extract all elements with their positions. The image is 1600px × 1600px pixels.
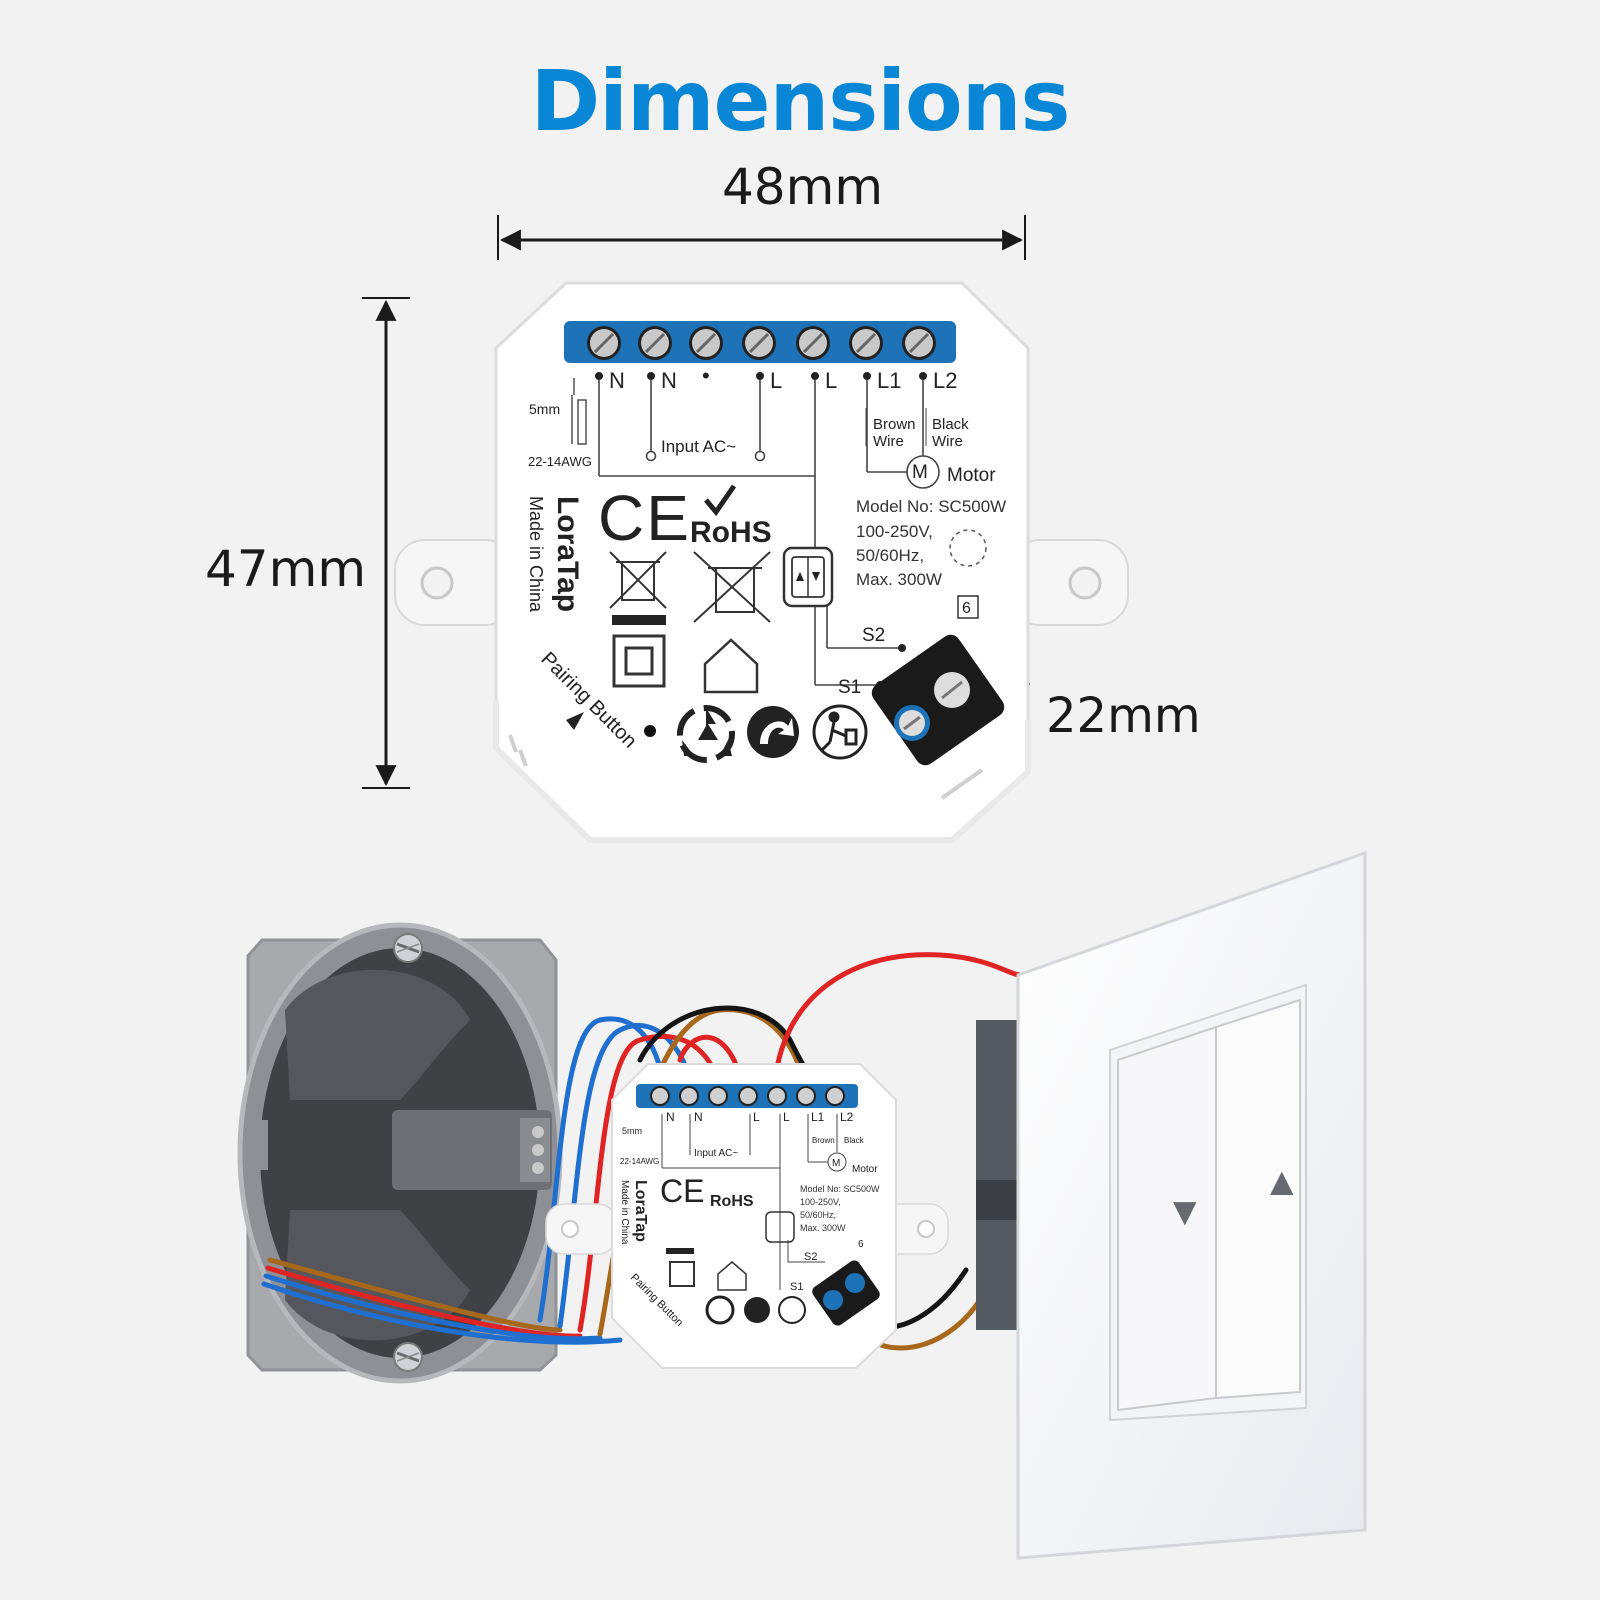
motor-symbol: M: [912, 462, 928, 483]
terminal-labels: N N • L L L1 L2: [595, 363, 957, 393]
small-terminal-label: L1: [811, 1110, 825, 1124]
ce-mark: CE: [598, 482, 691, 554]
brown-wire-label: Brown: [873, 416, 916, 433]
small-wire-gauge: 22-14AWG: [620, 1157, 659, 1166]
small-terminal-label: L2: [840, 1110, 854, 1124]
brown-wire-label: Wire: [873, 433, 904, 450]
height-dimension-arrow: [362, 297, 410, 789]
strip-gauge-icon: [571, 378, 587, 445]
width-dimension-arrow: [497, 215, 1026, 260]
motor-label: Motor: [947, 465, 996, 486]
box-number: 6: [962, 600, 971, 617]
small-terminal-label: L: [753, 1110, 760, 1124]
strip-length-label: 5mm: [529, 401, 560, 417]
brand-block: LoraTap Made in China: [526, 496, 584, 613]
rohs-mark: RoHS: [690, 516, 772, 549]
green-dot-icon: [747, 706, 799, 758]
pairing-led-outline: [949, 529, 987, 567]
vent-slots: [508, 734, 984, 800]
pairing-arrow-icon: [566, 712, 584, 730]
rohs-check-icon: [704, 484, 737, 517]
pairing-button[interactable]: [644, 725, 656, 737]
small-ce-mark: CE: [660, 1173, 704, 1209]
small-model: Model No: SC500W: [800, 1184, 880, 1194]
terminal-label: L: [825, 368, 837, 393]
small-frequency: 50/60Hz,: [800, 1210, 836, 1220]
box-screw-icon: [391, 1340, 425, 1374]
wire-gauge-label: 22-14AWG: [528, 454, 592, 469]
voltage-label: 100-250V,: [856, 522, 933, 541]
smart-curtain-module-small: N N L L L1 L2 5mm 22-14AWG Input AC~ Bro…: [545, 1063, 949, 1369]
smart-curtain-module: N N • L L L1 L2: [394, 281, 1129, 843]
small-terminal-label: L: [783, 1110, 790, 1124]
small-box-number: 6: [858, 1239, 864, 1250]
rocker-up[interactable]: [1215, 998, 1301, 1400]
made-in-label: Made in China: [526, 496, 546, 613]
small-terminal-label: N: [694, 1110, 703, 1124]
small-rohs-mark: RoHS: [710, 1193, 754, 1210]
black-wire-label: Black: [932, 416, 969, 433]
brand-name: LoraTap: [551, 496, 584, 612]
height-dimension-label: 47mm: [205, 540, 367, 598]
tidy-man-icon: [812, 704, 868, 760]
frequency-label: 50/60Hz,: [856, 546, 924, 565]
page-title: Dimensions: [530, 52, 1070, 150]
box-screw-icon: [391, 931, 425, 965]
recycle-icon: [677, 705, 735, 763]
small-motor-symbol: M: [832, 1158, 840, 1169]
indoor-use-icon: [703, 638, 759, 694]
small-input-label: Input AC~: [694, 1148, 738, 1159]
terminal-label: L1: [877, 368, 901, 393]
up-arrow-icon: ▲: [1262, 1160, 1302, 1204]
black-wire-label: Wire: [932, 433, 963, 450]
s1-label: S1: [838, 677, 861, 698]
weee-bin-icon: [693, 551, 771, 623]
wall-switch-icon: [782, 546, 834, 608]
switch-terminal-block: [871, 634, 1005, 766]
wall-switch: ▼ ▲: [976, 850, 1367, 1560]
depth-dimension-label: 22mm: [1046, 688, 1201, 744]
small-power: Max. 300W: [800, 1223, 846, 1233]
terminal-label: •: [702, 363, 710, 388]
input-label: Input AC~: [661, 437, 736, 456]
small-terminal-label: N: [666, 1110, 675, 1124]
small-brand-name: LoraTap: [632, 1180, 649, 1242]
terminal-label: L2: [933, 368, 957, 393]
s2-label: S2: [862, 625, 885, 646]
small-brown-wire: Brown: [812, 1136, 835, 1145]
double-insulation-icon: [612, 634, 666, 688]
terminal-label: L: [770, 368, 782, 393]
terminal-label: N: [661, 368, 677, 393]
power-label: Max. 300W: [856, 570, 942, 589]
terminal-screws: [587, 326, 936, 360]
small-strip-length: 5mm: [622, 1126, 642, 1136]
wire-bundle: [261, 952, 1023, 1351]
width-dimension-label: 48mm: [722, 158, 884, 216]
wall-back-box: [237, 922, 563, 1384]
small-black-wire: Black: [844, 1136, 865, 1145]
wiring-diagram: [598, 380, 940, 686]
model-number: Model No: SC500W: [856, 497, 1006, 516]
weee-bin-icon: [609, 551, 667, 609]
small-s2-label: S2: [804, 1251, 817, 1263]
small-s1-label: S1: [790, 1281, 803, 1293]
weee-bar-icon: [612, 615, 666, 625]
small-motor-label: Motor: [852, 1164, 878, 1175]
down-arrow-icon: ▼: [1165, 1190, 1205, 1234]
small-voltage: 100-250V,: [800, 1197, 841, 1207]
small-made-in: Made in China: [619, 1180, 630, 1245]
specifications: Model No: SC500W 100-250V, 50/60Hz, Max.…: [856, 497, 1006, 589]
terminal-label: N: [609, 368, 625, 393]
